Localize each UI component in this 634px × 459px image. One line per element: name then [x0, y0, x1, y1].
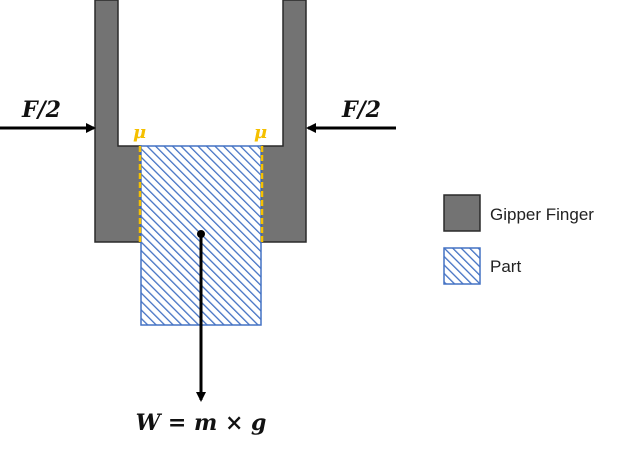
force-label-left: F/2	[21, 97, 61, 123]
legend-part-label: Part	[490, 257, 521, 276]
left-gripper-finger	[94, 0, 142, 243]
legend: Gipper Finger Part	[443, 194, 594, 285]
weight-label: W = m × g	[136, 410, 267, 436]
friction-label-right: μ	[254, 122, 267, 143]
legend-part-swatch	[443, 247, 481, 285]
right-gripper-finger	[260, 0, 307, 243]
legend-finger-label: Gipper Finger	[490, 205, 594, 224]
force-label-right: F/2	[341, 97, 381, 123]
legend-finger-swatch	[443, 194, 481, 232]
friction-label-left: μ	[133, 122, 146, 143]
